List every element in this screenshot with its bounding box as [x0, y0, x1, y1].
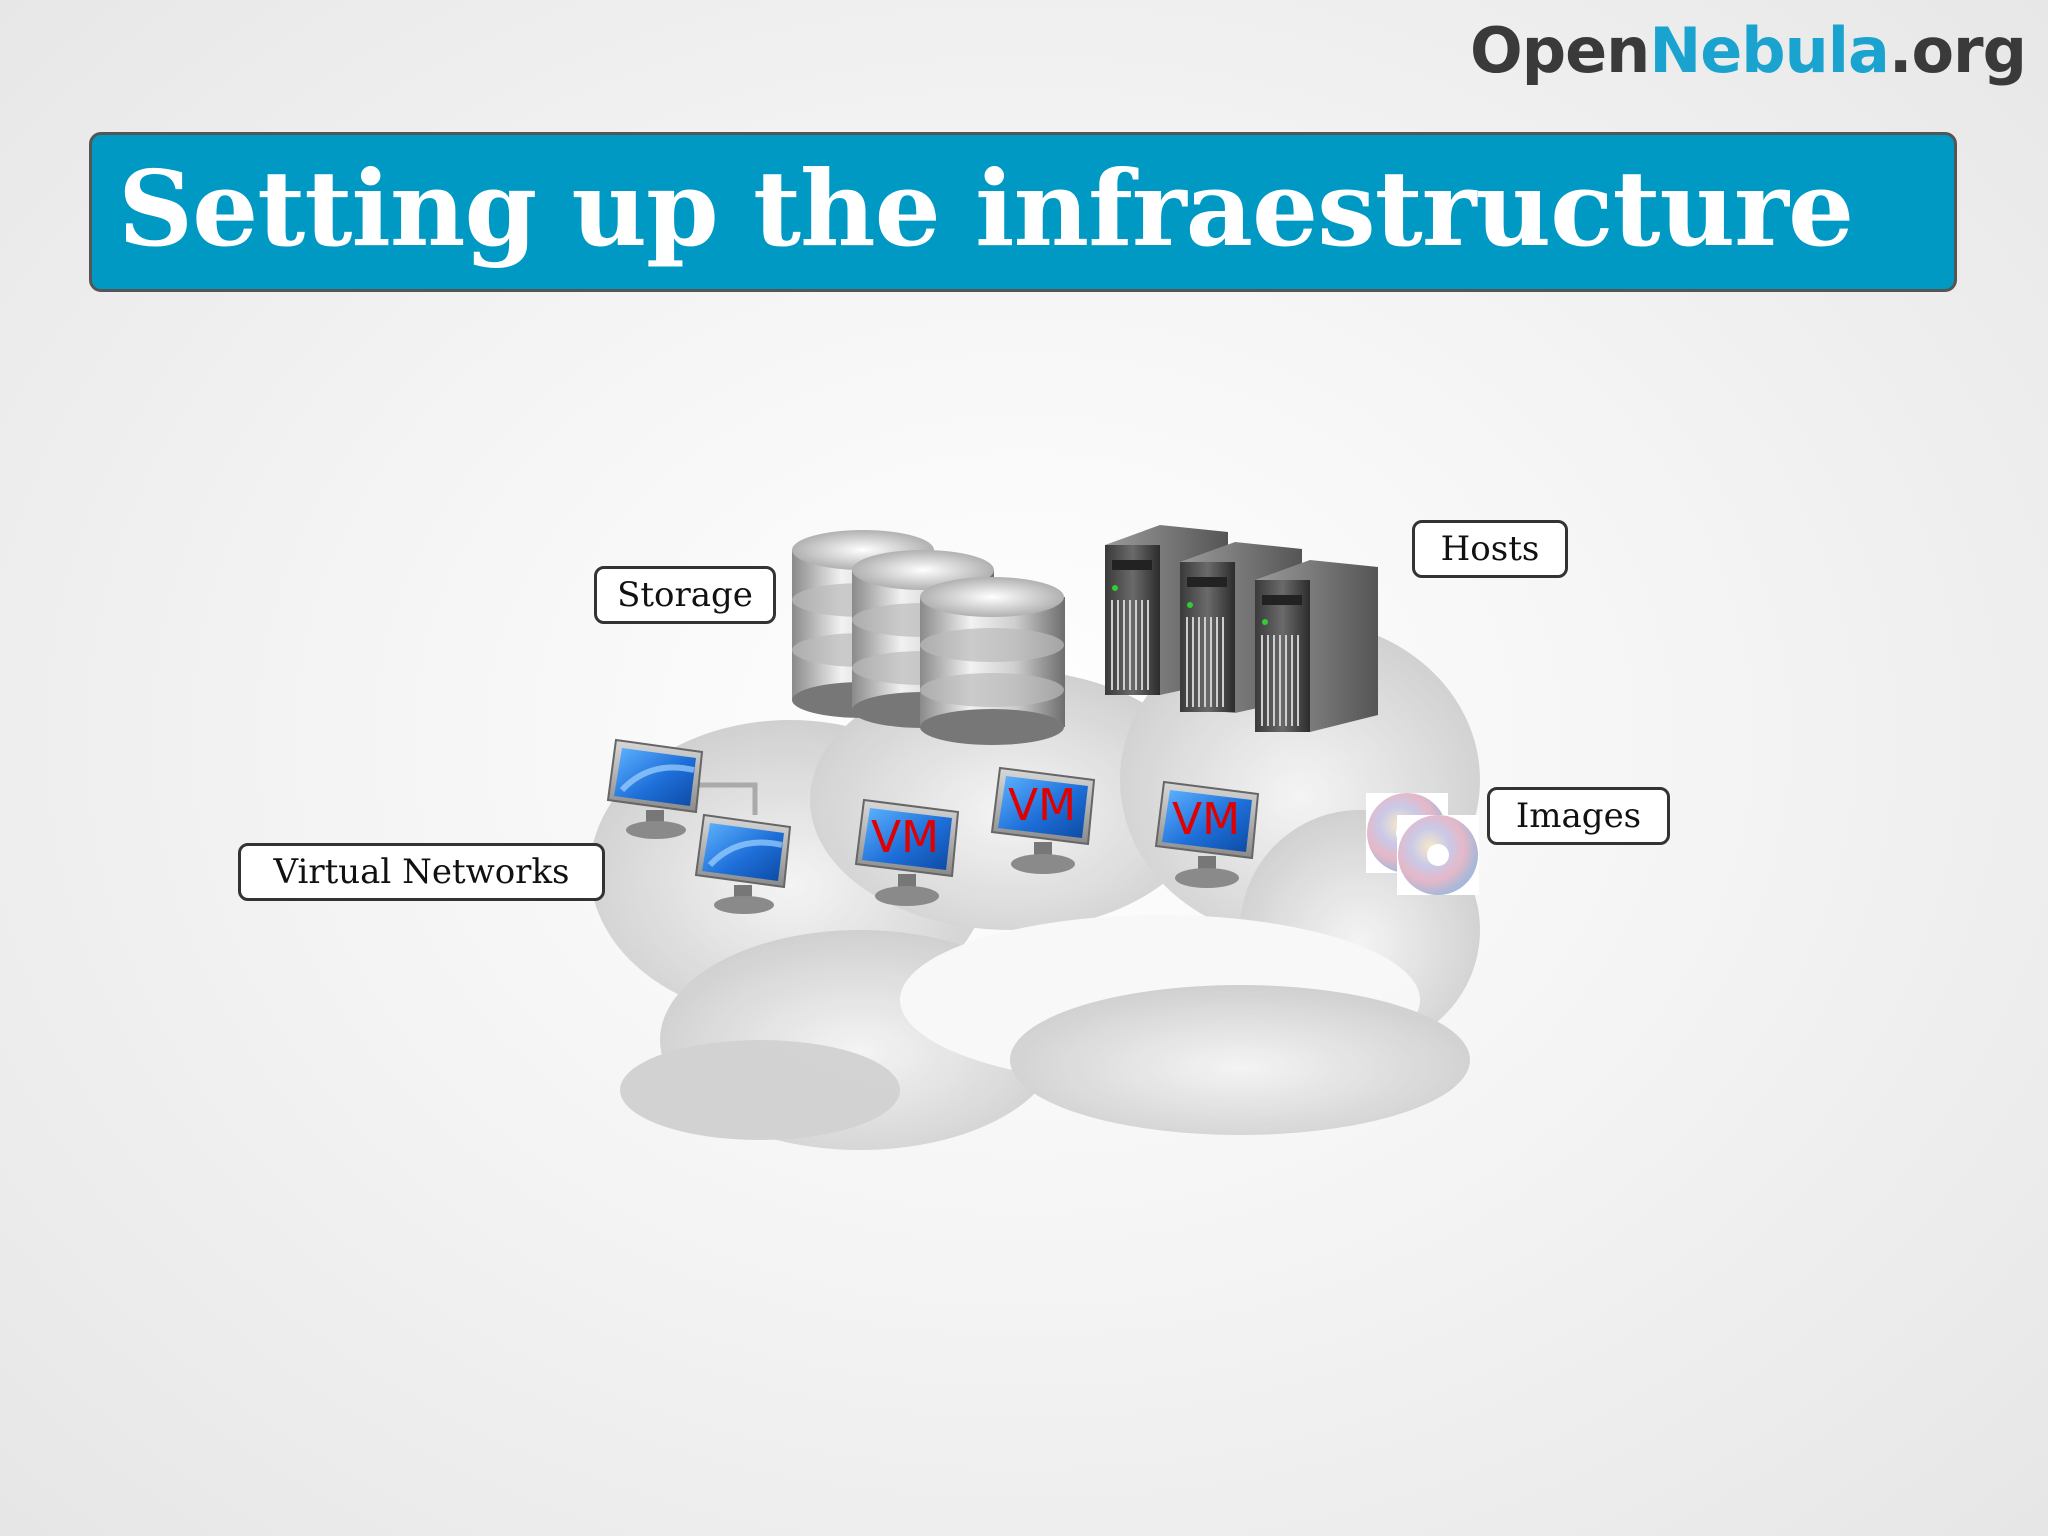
title-bar: Setting up the infraestructure [89, 132, 1957, 292]
monitor-icon: VM [854, 798, 960, 906]
storage-label: Storage [594, 566, 776, 624]
logo-org-text: .org [1888, 14, 2027, 87]
database-icon [792, 530, 1065, 745]
monitor-icon: VM [1154, 780, 1260, 888]
vm-monitors: VM VM VM [854, 766, 1260, 906]
logo-open-text: Open [1470, 14, 1650, 87]
vm-label: VM [871, 812, 939, 863]
monitor-icon [694, 813, 792, 914]
hosts-label: Hosts [1412, 520, 1568, 578]
monitor-icon: VM [990, 766, 1096, 874]
opennebula-logo: OpenNebula.org [1470, 14, 2027, 87]
logo-nebula-text: Nebula [1649, 14, 1890, 87]
vm-label: VM [1008, 780, 1076, 831]
cd-disc-icon [1366, 793, 1479, 895]
virtual-networks-label: Virtual Networks [238, 843, 605, 901]
monitor-icon [606, 738, 704, 839]
vm-label: VM [1172, 794, 1240, 845]
images-label: Images [1487, 787, 1670, 845]
slide-title: Setting up the infraestructure [118, 147, 1854, 270]
network-monitors [606, 738, 792, 914]
server-icon [1105, 525, 1378, 732]
